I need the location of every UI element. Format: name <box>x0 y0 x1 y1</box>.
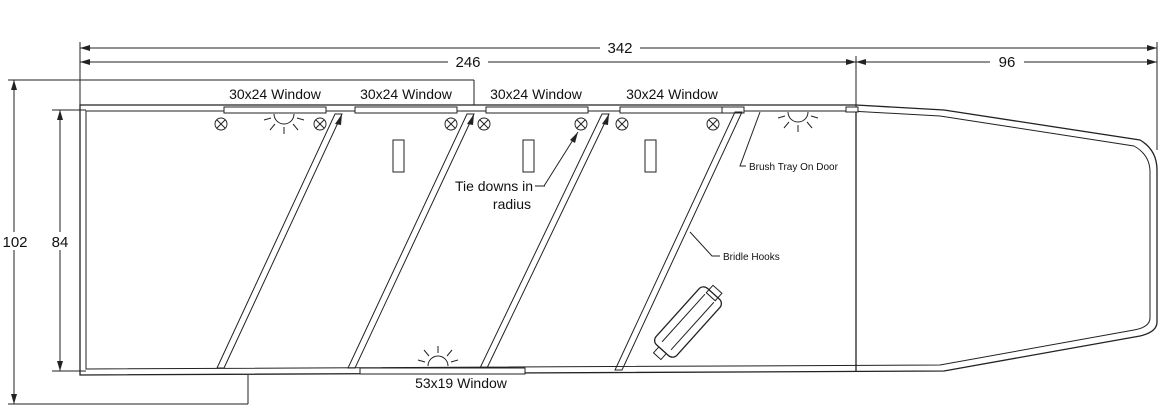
living-length-label: 246 <box>455 54 480 71</box>
dimension-overall: 342 <box>79 38 1158 150</box>
window-label-4: 30x24 Window <box>626 86 719 102</box>
tie-down-ring-icon <box>477 117 491 131</box>
inner-height-label: 84 <box>52 234 69 251</box>
sun-light-icon <box>417 346 459 367</box>
annotation-tie-downs: Tie downs in radius <box>455 131 579 212</box>
sun-light-icon <box>777 111 819 132</box>
trailer-outline <box>79 104 1158 376</box>
tie-down-rings <box>214 117 720 131</box>
annotation-bridle-hooks: Bridle Hooks <box>689 231 780 263</box>
top-windows: 30x24 Window 30x24 Window 30x24 Window 3… <box>218 86 859 114</box>
dimension-inner-height: 84 <box>46 109 86 372</box>
stall-fixtures <box>392 139 657 173</box>
window-label-3: 30x24 Window <box>490 86 583 102</box>
tie-down-ring-icon <box>706 117 720 131</box>
tie-downs-note-line2: radius <box>493 196 531 212</box>
wall-offset-lines <box>80 79 475 404</box>
dimension-nose: 96 <box>856 53 1157 71</box>
dimension-outer-height: 102 <box>0 79 248 405</box>
tie-down-ring-icon <box>313 117 327 131</box>
window-label-2: 30x24 Window <box>360 86 453 102</box>
tie-downs-note-line1: Tie downs in <box>455 178 533 194</box>
tie-down-ring-icon <box>214 117 228 131</box>
tie-down-ring-icon <box>615 117 629 131</box>
overall-length-label: 342 <box>607 40 632 57</box>
saddle-rack-icon <box>652 284 723 361</box>
bottom-window: 53x19 Window <box>359 367 526 391</box>
nose-length-label: 96 <box>999 54 1016 71</box>
annotation-tie-downs-arrows <box>335 114 609 125</box>
outer-height-label: 102 <box>2 234 27 251</box>
stall-dividers <box>216 111 743 371</box>
window-label-bottom: 53x19 Window <box>415 375 508 391</box>
window-label-1: 30x24 Window <box>229 86 322 102</box>
sun-light-icon <box>263 113 305 134</box>
tie-down-ring-icon <box>574 117 588 131</box>
bridle-hooks-note: Bridle Hooks <box>723 252 780 263</box>
tie-down-ring-icon <box>444 117 458 131</box>
brush-tray-note: Brush Tray On Door <box>749 162 839 173</box>
annotation-brush-tray: Brush Tray On Door <box>739 111 839 173</box>
dimension-living: 246 <box>80 53 857 112</box>
